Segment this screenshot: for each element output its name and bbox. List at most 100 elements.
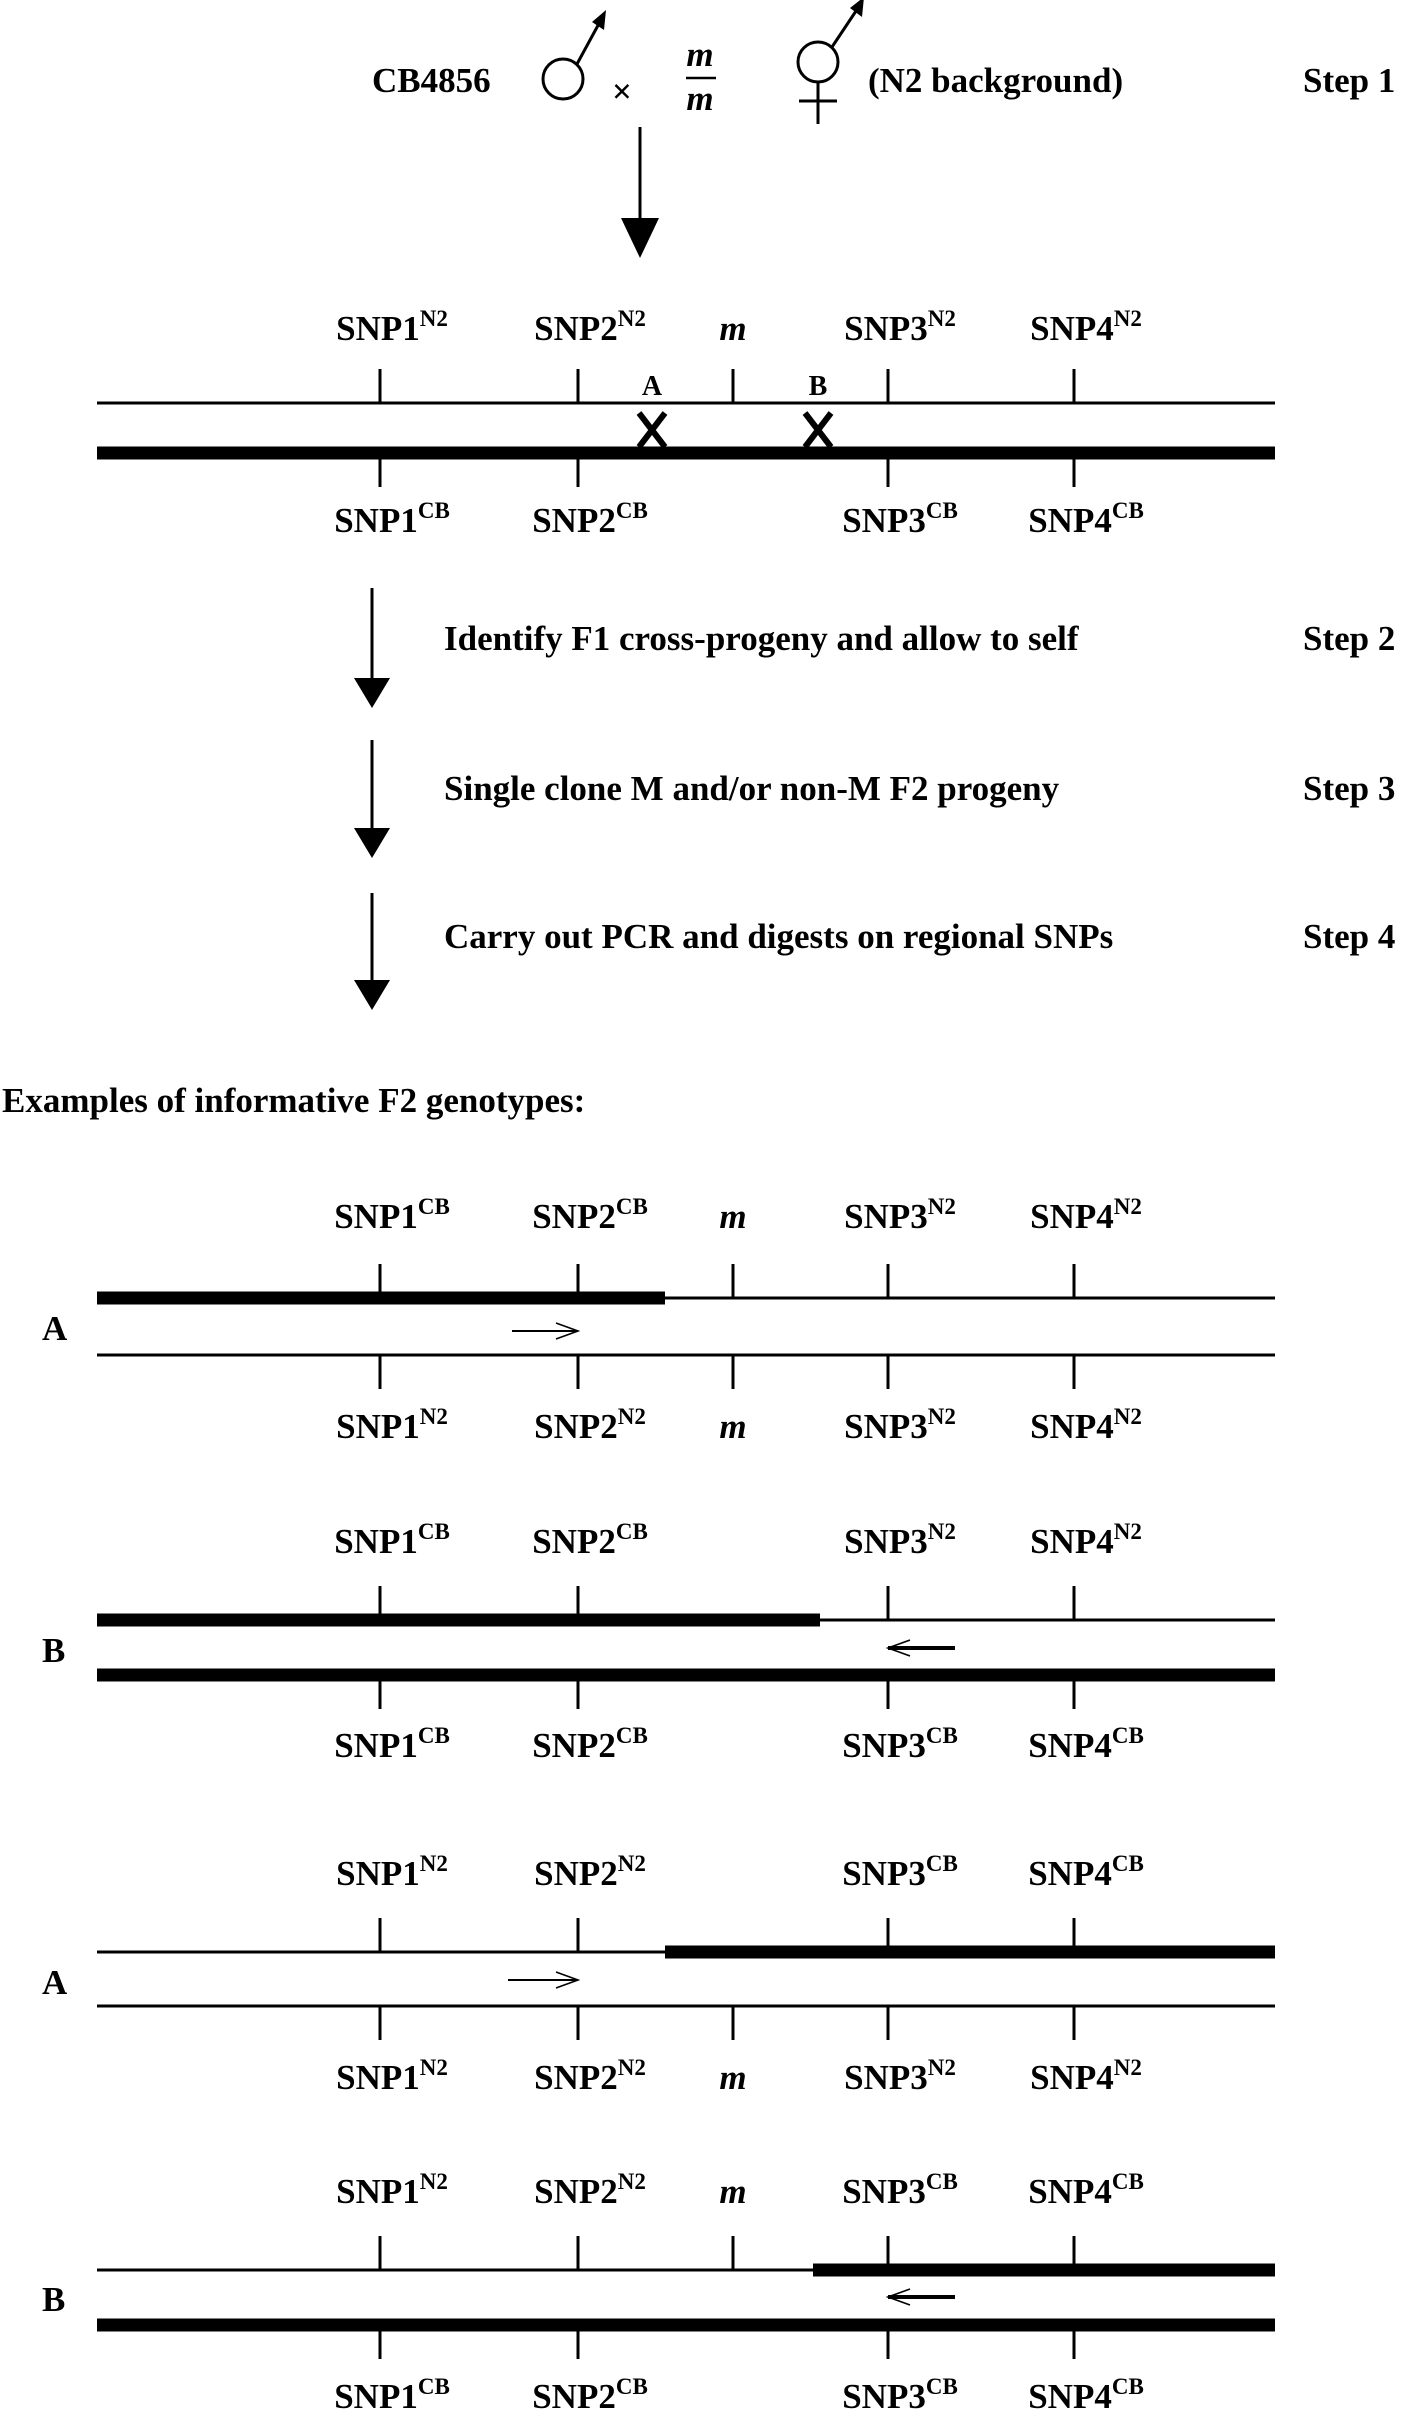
example-3-top-label-2: SNP2N2	[534, 1851, 646, 1893]
parent-top-label-4-name: SNP3	[844, 309, 928, 348]
example-2-top-label-4-allele: N2	[1114, 1519, 1142, 1544]
example-2-top-label-4: SNP4N2	[1030, 1519, 1142, 1561]
cross-symbol: ×	[612, 72, 632, 111]
example-2-top-label-3-allele: N2	[928, 1519, 956, 1544]
example-1-bottom-label-5-allele: N2	[1114, 1404, 1142, 1429]
example-3-bottom-label-5-allele: N2	[1114, 2055, 1142, 2080]
step2-label: Step 2	[1303, 619, 1395, 658]
example-1-bottom-label-4-allele: N2	[928, 1404, 956, 1429]
parent-top-label-3: m	[719, 309, 746, 348]
example-1-bottom-label-3: m	[719, 1407, 746, 1446]
parent-bottom-label-1-allele: CB	[418, 498, 450, 523]
parent-bottom-label-3-allele: CB	[926, 498, 958, 523]
example-4-bottom-label-4: SNP4CB	[1028, 2374, 1144, 2416]
example-2-top-label-3: SNP3N2	[844, 1519, 956, 1561]
example-1-letter: A	[42, 1309, 68, 1348]
example-4-top-label-5: SNP4CB	[1028, 2169, 1144, 2211]
example-1-top-label-1: SNP1CB	[334, 1194, 450, 1236]
example-3-top-label-3-allele: CB	[926, 1851, 958, 1876]
example-4-bottom-label-3-name: SNP3	[842, 2377, 926, 2416]
example-1-direction-arrow-icon	[512, 1322, 581, 1340]
example-2-bottom-label-2-allele: CB	[616, 1723, 648, 1748]
parent-top-label-4-allele: N2	[928, 306, 956, 331]
example-2-top-label-2: SNP2CB	[532, 1519, 648, 1561]
example-3-bottom-label-4-allele: N2	[928, 2055, 956, 2080]
example-4-top-label-2-allele: N2	[618, 2169, 646, 2194]
parent-top-label-1-name: SNP1	[336, 309, 420, 348]
example-1-top-label-1-allele: CB	[418, 1194, 450, 1219]
example-4-top-label-4-allele: CB	[926, 2169, 958, 2194]
example-1-top-label-4-name: SNP3	[844, 1197, 928, 1236]
example-3-top-label-3-name: SNP3	[842, 1854, 926, 1893]
example-3-bottom-label-2: SNP2N2	[534, 2055, 646, 2097]
arrowhead-step3	[354, 828, 390, 858]
male-strain-label: CB4856	[372, 61, 491, 100]
fraction-denominator: m	[686, 79, 713, 118]
example-3-top-label-3: SNP3CB	[842, 1851, 958, 1893]
background-label: (N2 background)	[868, 61, 1123, 100]
example-3-top-label-4-name: SNP4	[1028, 1854, 1112, 1893]
example-4-top-label-2-name: SNP2	[534, 2172, 618, 2211]
example-3-bottom-label-1-name: SNP1	[336, 2058, 420, 2097]
parent-top-label-3-name: m	[719, 309, 746, 348]
example-1-bottom-label-4: SNP3N2	[844, 1404, 956, 1446]
example-3-bottom-label-5: SNP4N2	[1030, 2055, 1142, 2097]
example-4-bottom-label-1: SNP1CB	[334, 2374, 450, 2416]
parent-top-label-5-allele: N2	[1114, 306, 1142, 331]
example-3-top-label-4-allele: CB	[1112, 1851, 1144, 1876]
example-1-bottom-label-2: SNP2N2	[534, 1404, 646, 1446]
fraction-numerator: m	[686, 35, 713, 74]
parent-top-label-2-name: SNP2	[534, 309, 618, 348]
step4-label: Step 4	[1303, 917, 1395, 956]
example-1-top-label-2-name: SNP2	[532, 1197, 616, 1236]
crossover-b-label: B	[809, 371, 828, 402]
example-1-bottom-label-2-allele: N2	[618, 1404, 646, 1429]
parent-bottom-label-2-name: SNP2	[532, 501, 616, 540]
example-3-letter: A	[42, 1963, 68, 2002]
example-3-top-label-1-name: SNP1	[336, 1854, 420, 1893]
example-2-top-label-2-allele: CB	[616, 1519, 648, 1544]
step-list: Identify F1 cross-progeny and allow to s…	[354, 588, 1395, 1010]
example-4-top-label-1-name: SNP1	[336, 2172, 420, 2211]
example-2-direction-arrow-icon	[885, 1639, 955, 1657]
example-2-bottom-label-2: SNP2CB	[532, 1723, 648, 1765]
parent-bottom-label-3-name: SNP3	[842, 501, 926, 540]
example-2-top-label-1: SNP1CB	[334, 1519, 450, 1561]
example-3-bottom-label-3: m	[719, 2058, 746, 2097]
example-4-bottom-label-1-allele: CB	[418, 2374, 450, 2399]
example-4-bottom-label-2-allele: CB	[616, 2374, 648, 2399]
examples-heading: Examples of informative F2 genotypes:	[2, 1081, 585, 1120]
example-2-top-label-1-allele: CB	[418, 1519, 450, 1544]
arrowhead-step1	[621, 218, 659, 258]
example-3-bottom-label-4: SNP3N2	[844, 2055, 956, 2097]
example-4-top-label-3: m	[719, 2172, 746, 2211]
example-2-top-label-2-name: SNP2	[532, 1522, 616, 1561]
parent-bottom-label-1: SNP1CB	[334, 498, 450, 540]
parent-top-label-2: SNP2N2	[534, 306, 646, 348]
example-1-bottom-label-4-name: SNP3	[844, 1407, 928, 1446]
example-1-bottom-label-1: SNP1N2	[336, 1404, 448, 1446]
example-3-direction-arrow-icon	[508, 1971, 581, 1989]
example-4-bottom-label-2: SNP2CB	[532, 2374, 648, 2416]
example-1-top-label-3: m	[719, 1197, 746, 1236]
parent-bottom-label-3: SNP3CB	[842, 498, 958, 540]
example-2-bottom-label-3-allele: CB	[926, 1723, 958, 1748]
example-1-bottom-label-1-name: SNP1	[336, 1407, 420, 1446]
crossover-a-label: A	[642, 371, 663, 402]
example-3-top-label-1: SNP1N2	[336, 1851, 448, 1893]
example-1-top-label-5: SNP4N2	[1030, 1194, 1142, 1236]
example-1-top-label-2-allele: CB	[616, 1194, 648, 1219]
example-2-bottom-label-1-name: SNP1	[334, 1726, 418, 1765]
step3-text: Single clone M and/or non-M F2 progeny	[444, 769, 1060, 808]
example-2-bottom-label-4: SNP4CB	[1028, 1723, 1144, 1765]
parent-bottom-label-2: SNP2CB	[532, 498, 648, 540]
example-1-bottom-label-5: SNP4N2	[1030, 1404, 1142, 1446]
example-4-top-label-3-name: m	[719, 2172, 746, 2211]
example-1-top-label-1-name: SNP1	[334, 1197, 418, 1236]
example-2-top-label-4-name: SNP4	[1030, 1522, 1114, 1561]
